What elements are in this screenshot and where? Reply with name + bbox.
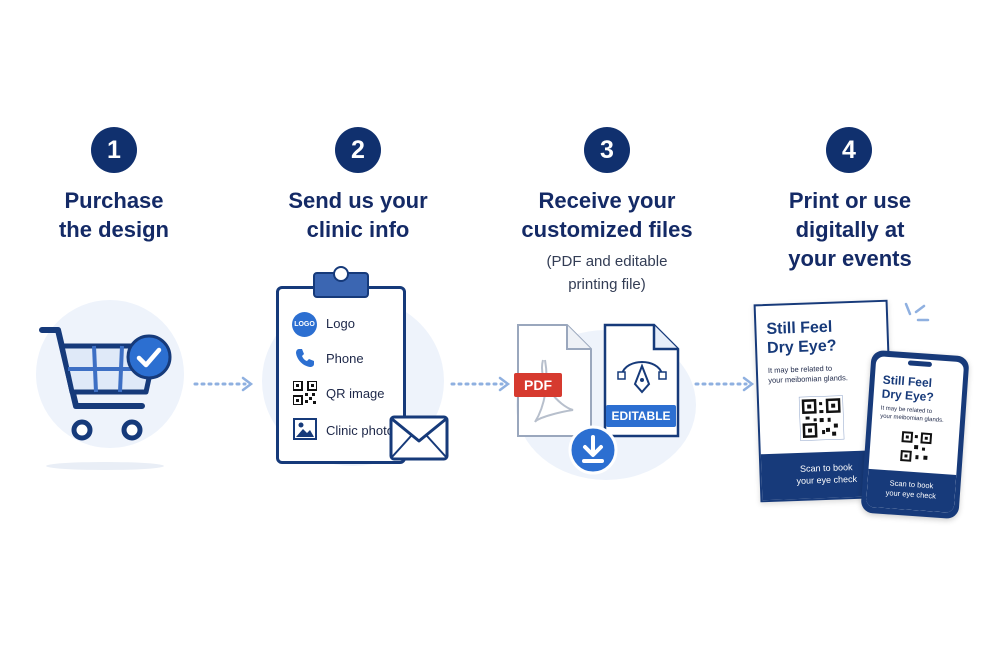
image-icon: [293, 418, 317, 440]
envelope-icon: [389, 415, 449, 461]
poster-title-line1: Still Feel: [766, 318, 833, 338]
shopping-cart-icon: [39, 327, 159, 441]
editable-badge: EDITABLE: [606, 405, 676, 427]
phone-notch: [907, 360, 933, 368]
clipboard-item-phone: Phone: [326, 351, 364, 366]
arrow-2-icon: [450, 376, 511, 392]
step-4-title: Print or use digitally at your events: [788, 188, 912, 271]
clipboard-item-photo: Clinic photo: [326, 423, 394, 438]
step-4-number: 4: [826, 127, 872, 173]
step-1-title: Purchase the design: [58, 188, 169, 242]
arrow-1-icon: [193, 376, 254, 392]
logo-badge-icon: LOGO: [292, 312, 317, 337]
download-icon[interactable]: [568, 425, 618, 475]
step-2-number: 2: [335, 127, 381, 173]
poster-title-line2: Dry Eye?: [766, 337, 837, 357]
step-1-shadow: [46, 462, 164, 470]
step-2-title: Send us your clinic info: [288, 188, 428, 242]
poster: Still Feel Dry Eye? It may be related to…: [753, 299, 895, 503]
step-3-number: 3: [584, 127, 630, 173]
check-badge-icon: [126, 334, 172, 380]
step-3-subtitle: (PDF and editable printing file): [546, 253, 668, 293]
phone-title-line2: Dry Eye?: [881, 386, 935, 405]
phone-icon: [296, 349, 314, 367]
clipboard-item-logo: Logo: [326, 316, 355, 331]
clipboard-item-qr: QR image: [326, 386, 385, 401]
sparkle-lines-icon: [904, 302, 930, 322]
phone: Still Feel Dry Eye? It may be related to…: [860, 349, 970, 520]
poster-body-line2: your meibomian glands.: [768, 373, 848, 385]
arrow-3-icon: [694, 376, 755, 392]
qr-code-icon: [293, 381, 317, 405]
phone-qr-code: [899, 430, 934, 465]
step-1-number: 1: [91, 127, 137, 173]
phone-screen: Still Feel Dry Eye? It may be related to…: [865, 356, 965, 513]
clipboard-clip-ring: [333, 266, 349, 282]
pdf-badge: PDF: [514, 373, 562, 397]
poster-qr-code: [798, 395, 845, 441]
step-3-title: Receive your customized files: [521, 188, 693, 242]
